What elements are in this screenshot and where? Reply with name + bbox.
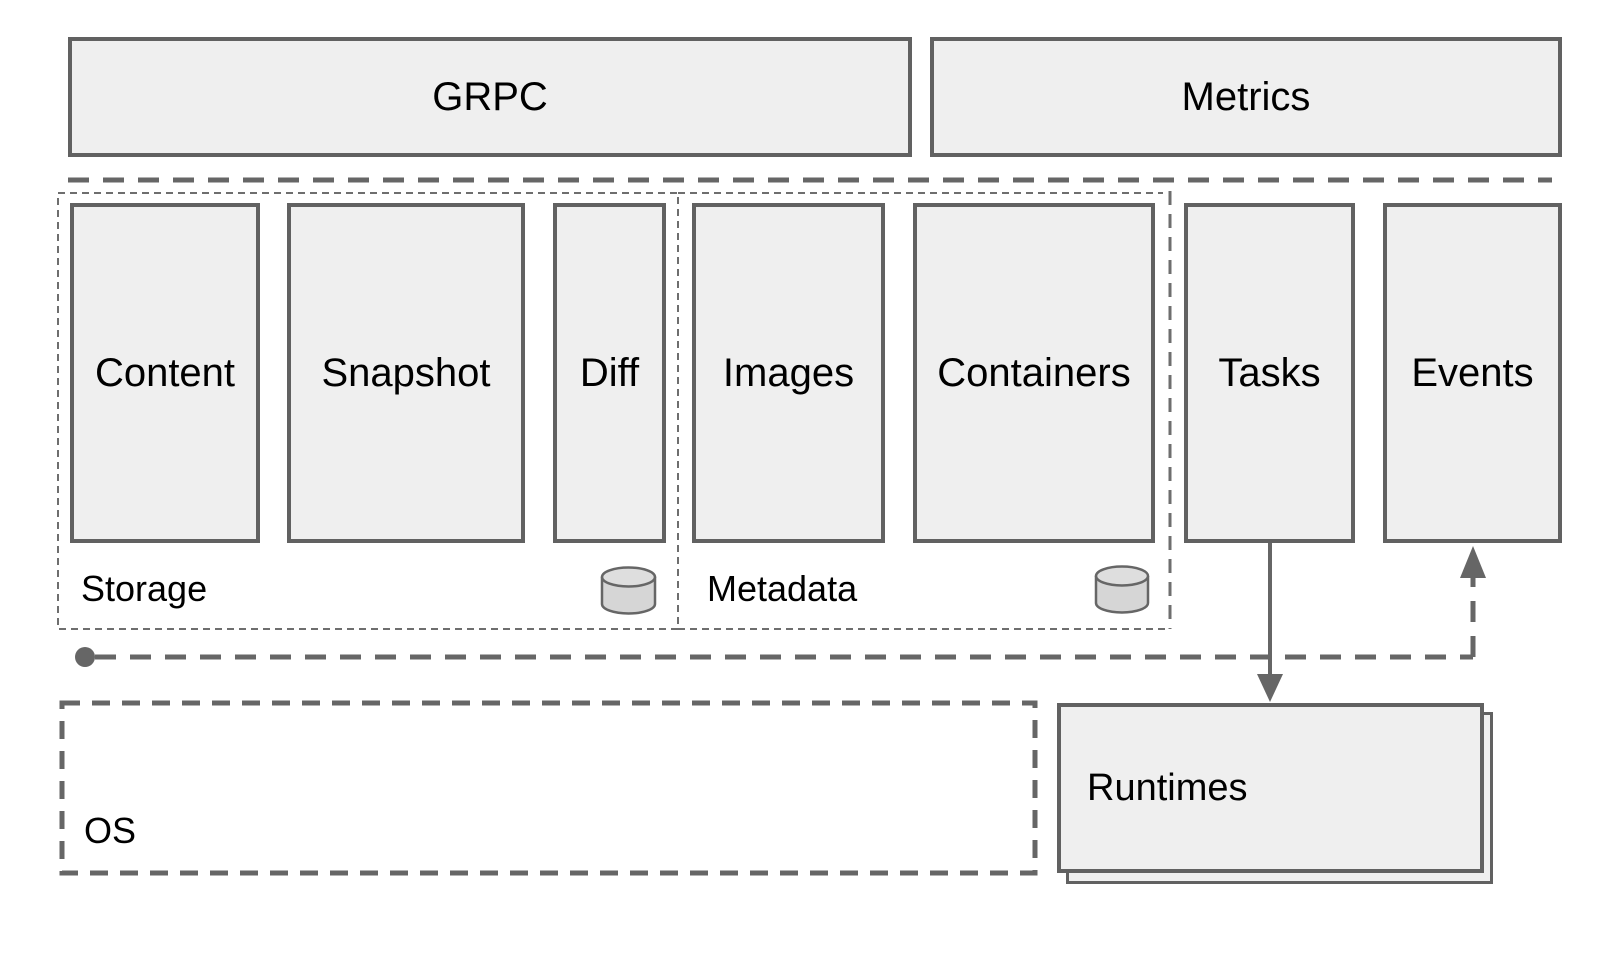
storage-section-label: Storage <box>81 568 208 609</box>
tasks-to-runtimes-arrowhead-icon <box>1257 674 1283 702</box>
metrics-label: Metrics <box>1181 74 1311 119</box>
events-box: Events <box>1383 203 1562 543</box>
diff-box: Diff <box>553 203 666 543</box>
events-label: Events <box>1411 350 1534 395</box>
snapshot-box: Snapshot <box>287 203 525 543</box>
tasks-box: Tasks <box>1184 203 1355 543</box>
event-arrowhead-up-icon <box>1460 546 1486 578</box>
database-icon <box>1094 565 1150 614</box>
tasks-label: Tasks <box>1218 350 1321 395</box>
diff-label: Diff <box>579 350 640 395</box>
images-label: Images <box>722 350 855 395</box>
database-icon <box>600 566 657 615</box>
os-dashed-box <box>59 700 1038 876</box>
containers-box: Containers <box>913 203 1155 543</box>
grpc-label: GRPC <box>432 74 548 119</box>
content-label: Content <box>94 350 236 395</box>
metadata-section-label: Metadata <box>707 568 858 609</box>
images-box: Images <box>692 203 885 543</box>
content-box: Content <box>70 203 260 543</box>
os-section-label: OS <box>84 810 137 851</box>
metrics-box: Metrics <box>930 37 1562 157</box>
runtimes-box: Runtimes <box>1057 703 1484 873</box>
snapshot-label: Snapshot <box>321 350 491 395</box>
grpc-box: GRPC <box>68 37 912 157</box>
runtimes-label: Runtimes <box>1087 766 1248 809</box>
containers-label: Containers <box>937 350 1131 395</box>
event-line-origin-dot <box>75 647 95 667</box>
